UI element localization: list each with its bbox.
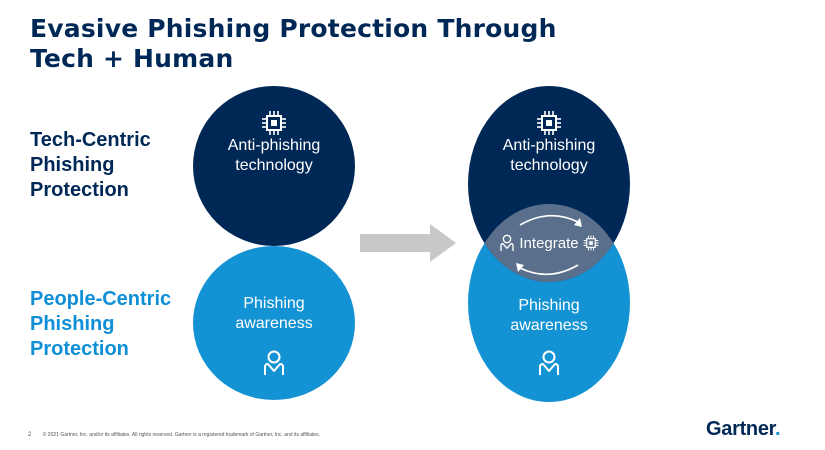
tech-centric-label-line-3: Protection [30, 179, 129, 201]
tech-centric-label-line-1: Tech-Centric [30, 129, 151, 151]
people-circle-right-line-2: awareness [510, 317, 588, 334]
tech-centric-label-line-2: Phishing [30, 154, 115, 176]
people-circle-left-line-1: Phishing [243, 295, 305, 312]
tech-circle-left-line-1: Anti-phishing [227, 137, 321, 154]
person-icon [262, 350, 286, 376]
people-circle-left: Phishing awareness [193, 246, 355, 400]
gartner-logo-text: Gartner [706, 418, 776, 440]
people-circle-right-line-1: Phishing [518, 297, 580, 314]
people-centric-label-line-1: People-Centric [30, 288, 172, 310]
person-icon [537, 350, 561, 376]
integrate-label: Integrate [519, 234, 579, 252]
people-centric-label-line-2: Phishing [30, 313, 115, 335]
copyright-text: © 2021 Gartner, Inc. and/or its affiliat… [42, 432, 320, 438]
chip-icon [261, 110, 287, 136]
tech-centric-label: Tech-Centric Phishing Protection [30, 128, 151, 203]
integrate-block: Integrate [468, 228, 630, 258]
people-circle-right-text: Phishing awareness [510, 296, 587, 336]
gartner-logo-dot: . [775, 418, 781, 440]
slide-title-line-1: Evasive Phishing Protection Through [30, 14, 557, 43]
tech-circle-left-text: Anti-phishing technology [228, 136, 321, 176]
gartner-logo: Gartner. [706, 418, 781, 441]
person-icon [499, 234, 515, 252]
right-arrow-icon [360, 224, 456, 262]
chip-icon [536, 110, 562, 136]
people-circle-left-text: Phishing awareness [235, 294, 312, 334]
tech-circle-right-line-2: technology [510, 157, 588, 174]
tech-circle-right-text: Anti-phishing technology [503, 136, 596, 176]
page-number: 2 [28, 432, 32, 438]
tech-circle-left: Anti-phishing technology [193, 86, 355, 246]
people-circle-left-line-2: awareness [235, 315, 313, 332]
tech-circle-left-line-2: technology [235, 157, 313, 174]
people-centric-label-line-3: Protection [30, 338, 129, 360]
chip-icon [583, 235, 599, 251]
people-centric-label: People-Centric Phishing Protection [30, 287, 171, 362]
tech-circle-right-line-1: Anti-phishing [502, 137, 596, 154]
slide-title: Evasive Phishing Protection Through Tech… [30, 14, 557, 74]
slide-title-line-2: Tech + Human [30, 44, 234, 73]
footer: 2 © 2021 Gartner, Inc. and/or its affili… [28, 432, 320, 438]
